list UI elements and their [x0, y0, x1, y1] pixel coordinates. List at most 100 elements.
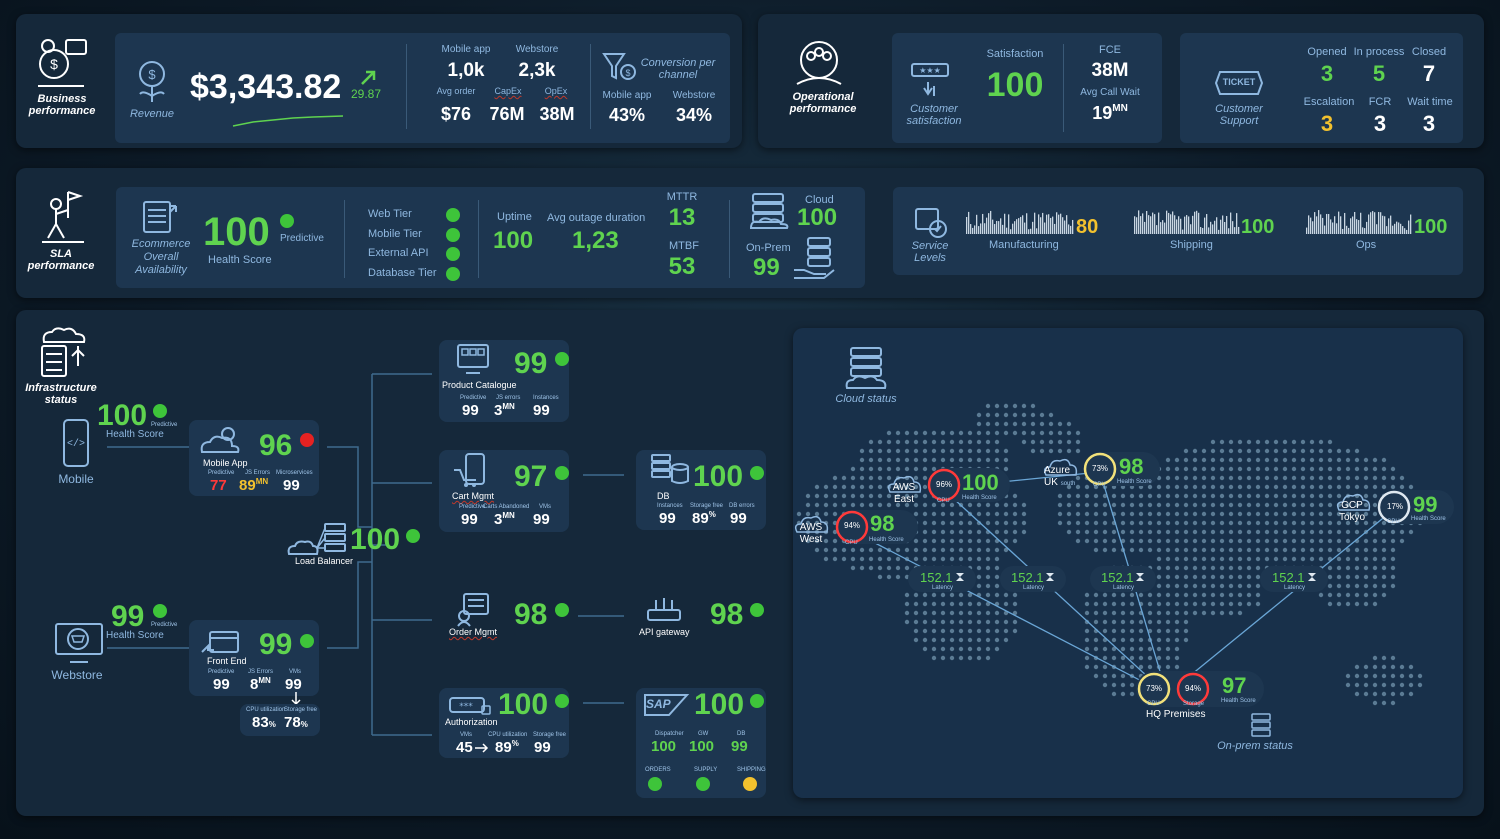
map-dot [1300, 484, 1306, 490]
map-dot [1084, 502, 1090, 508]
map-dot [913, 502, 919, 508]
map-dot [1246, 466, 1252, 472]
map-dot [994, 592, 1000, 598]
product-catalogue-node[interactable] [439, 340, 569, 422]
map-dot [1012, 529, 1018, 535]
sparkline-bar [1194, 211, 1196, 234]
hq-storage-label: Storage [1183, 701, 1205, 707]
map-dot [967, 646, 973, 652]
map-dot [940, 529, 946, 535]
map-dot [877, 547, 883, 553]
map-dot [985, 538, 991, 544]
map-dot [1381, 655, 1387, 661]
opex-label: OpEx [544, 86, 568, 96]
map-dot [1300, 448, 1306, 454]
customer-satisfaction-label: Customer satisfaction [906, 103, 962, 127]
sparkline-bar [1390, 215, 1392, 234]
map-dot [1219, 520, 1225, 526]
sparkline-bar [1032, 221, 1034, 234]
fce-value: 38M [1091, 60, 1129, 81]
sparkline-bar [1196, 210, 1198, 234]
map-dot [1048, 439, 1054, 445]
load-balancer-label: Load Balancer [295, 556, 354, 566]
map-dot [1345, 475, 1351, 481]
map-dot [1255, 502, 1261, 508]
front-end-icon [201, 631, 239, 653]
map-dot [985, 502, 991, 508]
front-end-v5: 78% [284, 714, 308, 731]
sparkline-bar [1332, 222, 1334, 234]
map-dot [1201, 466, 1207, 472]
hq-cpu: 73% [1146, 684, 1163, 693]
map-dot [1012, 511, 1018, 517]
map-dot [1138, 538, 1144, 544]
map-dot [1255, 547, 1261, 553]
sparkline-bar [966, 217, 968, 234]
map-dot [1183, 637, 1189, 643]
map-dot [976, 565, 982, 571]
cart-mgmt-node[interactable] [439, 450, 569, 532]
map-dot [1012, 610, 1018, 616]
map-dot [1120, 664, 1126, 670]
map-dot [1390, 700, 1396, 706]
map-dot [1255, 574, 1261, 580]
map-dot [1327, 457, 1333, 463]
sparkline-bar [1220, 219, 1222, 234]
map-dot [1165, 601, 1171, 607]
latency-value-1: 152.1 [920, 570, 953, 585]
map-dot [1021, 412, 1027, 418]
map-dot [877, 574, 883, 580]
map-dot [1255, 538, 1261, 544]
map-dot [1300, 439, 1306, 445]
sparkline-bar [1022, 215, 1024, 234]
sparkline-bar [1232, 221, 1234, 234]
server-hand-icon [794, 237, 835, 279]
front-end-h2: JS Errors [248, 669, 274, 675]
map-dot [1147, 529, 1153, 535]
product-v1: 99 [462, 402, 479, 419]
map-dot [1102, 538, 1108, 544]
opex-value: 38M [539, 104, 575, 124]
map-dot [1282, 511, 1288, 517]
tier-external-api: External API [368, 247, 429, 259]
map-dot [859, 466, 865, 472]
map-dot [1093, 493, 1099, 499]
map-dot [1120, 682, 1126, 688]
onprem-value: 99 [753, 254, 780, 281]
map-dot [1228, 592, 1234, 598]
map-dot [1066, 502, 1072, 508]
map-dot [1372, 673, 1378, 679]
map-dot [1336, 592, 1342, 598]
mobile-app-node[interactable] [189, 420, 319, 496]
sparkline-bar [1214, 220, 1216, 234]
map-dot [967, 502, 973, 508]
sap-v2: 100 [689, 738, 715, 755]
map-dot [1309, 466, 1315, 472]
sla-performance-label: SLA performance [27, 248, 95, 272]
map-dot [1174, 466, 1180, 472]
sparkline-bar [1372, 211, 1374, 234]
map-dot [1012, 592, 1018, 598]
ops-value: 100 [1414, 216, 1448, 238]
map-dot [913, 538, 919, 544]
map-dot [1192, 583, 1198, 589]
map-dot [922, 592, 928, 598]
cart-mgmt-status-dot [555, 466, 569, 480]
authorization-node[interactable] [439, 688, 569, 758]
divider [590, 44, 591, 129]
sparkline-bar [1174, 215, 1176, 234]
map-dot [994, 529, 1000, 535]
map-dot [940, 646, 946, 652]
revenue-sparkline [232, 115, 344, 127]
sparkline-bar [1340, 216, 1342, 234]
map-dot [1084, 664, 1090, 670]
map-dot [1363, 466, 1369, 472]
map-dot [958, 457, 964, 463]
map-dot [949, 439, 955, 445]
map-dot [931, 646, 937, 652]
map-dot [1210, 466, 1216, 472]
map-dot [922, 457, 928, 463]
map-dot [1129, 529, 1135, 535]
map-dot [814, 520, 820, 526]
map-dot [1219, 448, 1225, 454]
